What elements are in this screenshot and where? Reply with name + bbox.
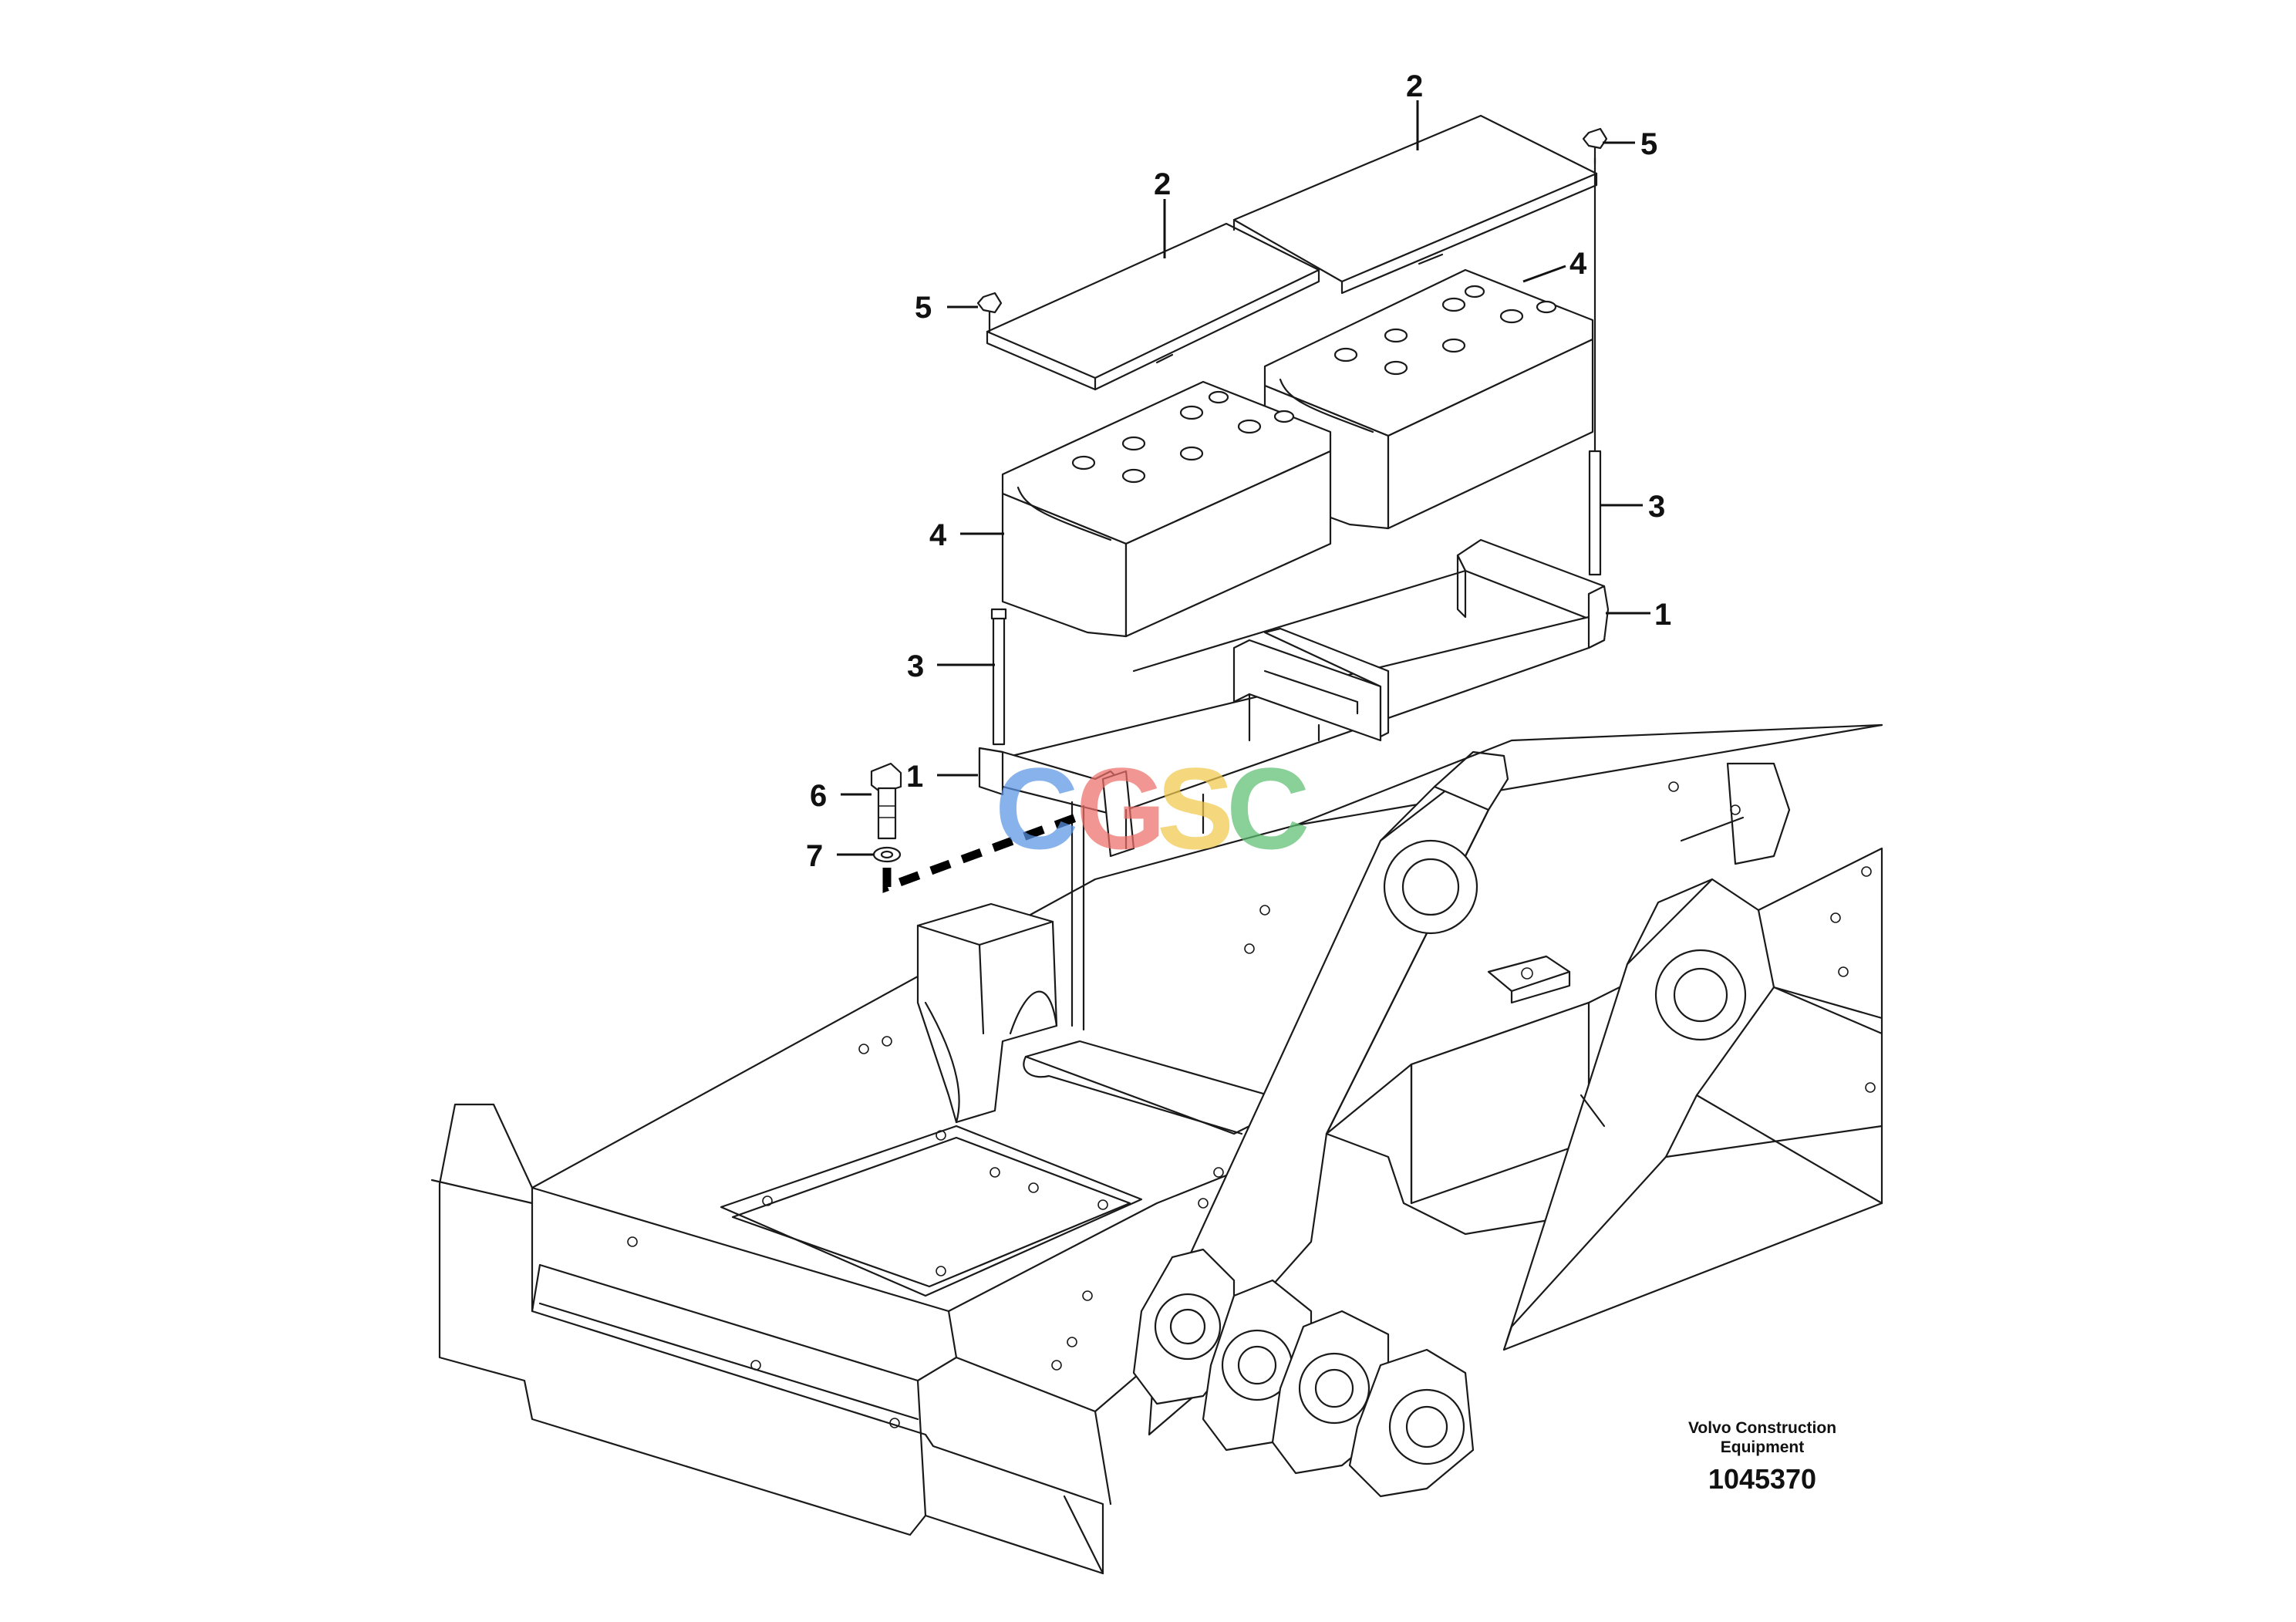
watermark-letter-1: C xyxy=(995,744,1078,873)
frame-holes xyxy=(627,781,1876,1428)
watermark-letter-3: S xyxy=(1157,744,1234,873)
callout-3-left-rod: 3 xyxy=(907,649,924,683)
tie-rod-left xyxy=(990,608,1007,746)
upper-frame xyxy=(430,723,1883,1575)
tie-rod-right xyxy=(1588,157,1602,576)
washer xyxy=(872,846,902,863)
leader-lines xyxy=(837,100,1650,856)
callout-3-right-rod: 3 xyxy=(1648,490,1665,524)
drawing-number: 1045370 xyxy=(1708,1463,1817,1495)
nut-left xyxy=(976,292,1003,333)
boom-foot-lugs xyxy=(1132,1248,1475,1498)
bolt-installation-path xyxy=(882,813,1077,893)
battery-left-terminals xyxy=(1071,390,1295,484)
credit-company-line2: Equipment xyxy=(1720,1438,1805,1456)
nut-right xyxy=(1582,127,1608,165)
callout-labels: 2 2 5 5 4 4 3 3 1 1 6 7 xyxy=(806,69,1671,873)
callout-6-bolt: 6 xyxy=(810,779,827,813)
cover-plates xyxy=(986,114,1598,391)
callout-5-left-nut: 5 xyxy=(915,291,932,325)
callout-2-front-cover: 2 xyxy=(1154,167,1171,201)
credit-company: Volvo Construction xyxy=(1687,1419,1837,1437)
watermark-letter-2: G xyxy=(1076,744,1166,873)
watermark-letter-4: C xyxy=(1226,744,1310,873)
watermark: C G S C xyxy=(995,744,1310,873)
callout-4-front-battery: 4 xyxy=(929,518,947,552)
callout-2-rear-cover: 2 xyxy=(1406,69,1423,103)
callout-1-left-box: 1 xyxy=(906,760,923,794)
callout-7-washer: 7 xyxy=(806,839,823,873)
callout-1-right-box: 1 xyxy=(1654,598,1671,632)
battery-left xyxy=(1001,380,1332,638)
battery-box-tray xyxy=(978,538,1610,1031)
bolt xyxy=(870,762,902,840)
battery-right-terminals xyxy=(1333,285,1557,376)
callout-5-right-nut: 5 xyxy=(1640,127,1657,161)
callout-4-rear-battery: 4 xyxy=(1569,247,1587,281)
